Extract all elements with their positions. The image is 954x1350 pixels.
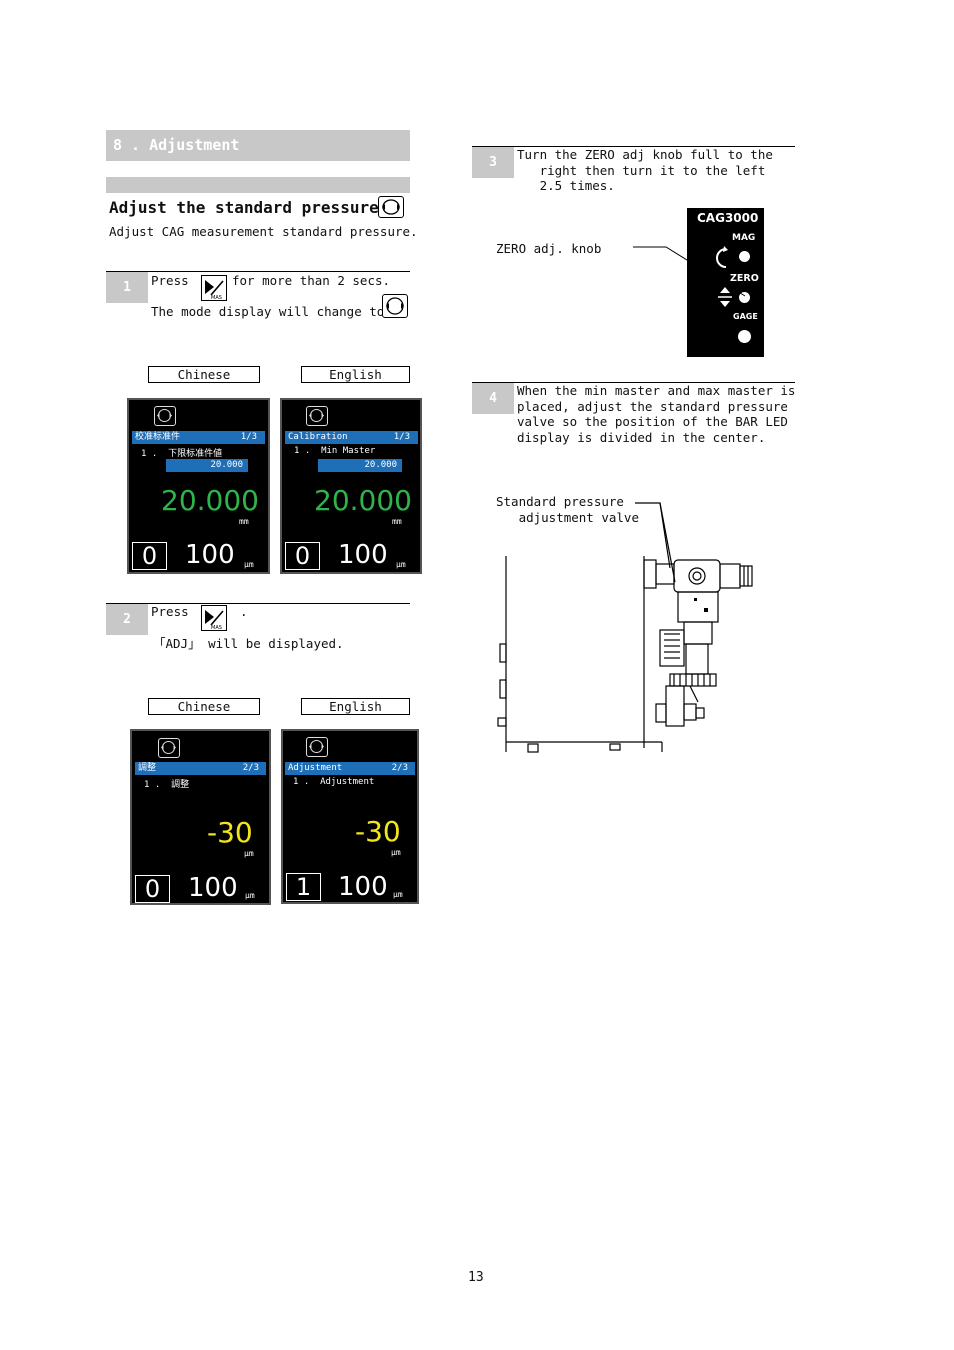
step1-number: 1 <box>106 272 148 303</box>
screen-value-box: 20.000 <box>166 459 248 472</box>
step4-number: 4 <box>472 383 514 414</box>
screen-range-unit: μm <box>245 891 255 900</box>
step2-press: Press <box>151 604 189 619</box>
screen-big-value: 20.000 <box>161 484 259 517</box>
screen-unit: μm <box>244 849 254 858</box>
step3-rule <box>472 146 795 147</box>
subsection-description: Adjust CAG measurement standard pressure… <box>109 224 418 239</box>
tab-english: English <box>301 366 410 383</box>
screen-page: 1/3 <box>393 432 410 442</box>
valve-drawing <box>497 502 753 753</box>
screen-led-digit: 0 <box>135 875 170 903</box>
screen-title: 校准标准件 <box>135 432 181 442</box>
display-screen-chinese-calibration: 校准标准件 1/3 1 . 下限标准件値 20.000 20.000 mm 0 … <box>127 398 270 574</box>
step1-rule <box>106 271 410 272</box>
screen-item: 1 . 下限标准件値 <box>141 449 223 459</box>
mag-knob <box>739 251 750 262</box>
screen-title-bar: Adjustment 2/3 <box>285 762 415 775</box>
svg-text:MAS: MAS <box>211 625 222 630</box>
screen-led-digit: 0 <box>285 542 320 570</box>
step4-text: When the min master and max master is pl… <box>517 383 796 445</box>
page-number: 13 <box>468 1270 484 1285</box>
screen-unit: mm <box>392 517 402 526</box>
svg-text:MAS: MAS <box>211 295 222 300</box>
tab-chinese: Chinese <box>148 698 260 715</box>
valve-label: Standard pressure adjustment valve <box>496 494 639 525</box>
screen-range: 100 <box>338 872 388 902</box>
screen-range: 100 <box>188 873 238 903</box>
cag3000-panel: CAG3000 MAG ZERO GAGE <box>687 208 764 357</box>
mas-button-icon: MAS <box>201 275 227 301</box>
mas-button-icon: MAS <box>201 605 227 631</box>
tab-chinese: Chinese <box>148 366 260 383</box>
screen-item: 1 . Adjustment <box>293 777 375 787</box>
mode-icon <box>378 196 404 218</box>
step2-number: 2 <box>106 604 148 635</box>
step2-after: . <box>240 604 248 619</box>
panel-model: CAG3000 <box>697 211 759 225</box>
screen-big-value: 20.000 <box>314 484 412 517</box>
rotate-arrow-icon <box>716 246 728 268</box>
display-screen-english-calibration: Calibration 1/3 1 . Min Master 20.000 20… <box>280 398 422 574</box>
screen-unit: μm <box>391 848 401 857</box>
screen-big-value: -30 <box>355 815 401 848</box>
step3-number: 3 <box>472 147 514 178</box>
panel-gage-label: GAGE <box>733 312 758 321</box>
mode-icon <box>382 294 408 318</box>
step3-text: Turn the ZERO adj knob full to the right… <box>517 147 773 193</box>
step2-rule <box>106 603 410 604</box>
screen-page: 2/3 <box>242 763 259 773</box>
screen-title-bar: 調整 2/3 <box>135 762 266 775</box>
screen-title-bar: Calibration 1/3 <box>285 431 418 444</box>
display-screen-chinese-adjustment: 調整 2/3 1 . 調整 -30 μm 0 100 μm <box>130 729 271 905</box>
screen-page: 2/3 <box>391 763 408 773</box>
display-screen-english-adjustment: Adjustment 2/3 1 . Adjustment -30 μm 1 1… <box>281 729 419 904</box>
screen-title: Calibration <box>288 432 348 442</box>
mode-icon <box>158 738 180 758</box>
zero-knob <box>739 292 750 303</box>
gage-knob <box>738 330 751 343</box>
screen-led-digit: 1 <box>286 873 321 901</box>
mode-icon <box>154 406 176 426</box>
screen-title: 調整 <box>138 763 157 773</box>
screen-title: Adjustment <box>288 763 343 773</box>
step1-after: for more than 2 secs. <box>232 273 391 288</box>
mode-icon <box>306 406 328 426</box>
subsection-bar <box>106 177 410 193</box>
subsection-title: Adjust the standard pressure <box>109 198 379 217</box>
section-title: 8 . Adjustment <box>106 130 410 161</box>
screen-page: 1/3 <box>240 432 257 442</box>
screen-item: 1 . Min Master <box>294 446 376 456</box>
screen-range: 100 <box>185 540 235 570</box>
panel-zero-label: ZERO <box>730 273 759 284</box>
screen-item: 1 . 調整 <box>144 780 190 790</box>
screen-value-box: 20.000 <box>318 459 402 472</box>
step1-line2: The mode display will change to <box>151 304 385 319</box>
screen-range: 100 <box>338 540 388 570</box>
plus-minus-arrows-icon <box>718 287 732 307</box>
step1-press: Press <box>151 273 189 288</box>
zero-knob-label: ZERO adj. knob <box>496 241 602 256</box>
screen-unit: mm <box>239 517 249 526</box>
screen-title-bar: 校准标准件 1/3 <box>132 431 265 444</box>
screen-range-unit: μm <box>393 890 403 899</box>
tab-english: English <box>301 698 410 715</box>
screen-big-value: -30 <box>207 816 253 849</box>
screen-led-digit: 0 <box>132 542 167 570</box>
screen-range-unit: μm <box>396 560 406 569</box>
panel-mag-label: MAG <box>732 233 756 243</box>
step4-rule <box>472 382 795 383</box>
screen-range-unit: μm <box>244 560 254 569</box>
zero-knob-leader-line <box>633 246 746 297</box>
mode-icon <box>306 737 328 757</box>
step2-line2: 「ADJ」 will be displayed. <box>153 636 344 651</box>
